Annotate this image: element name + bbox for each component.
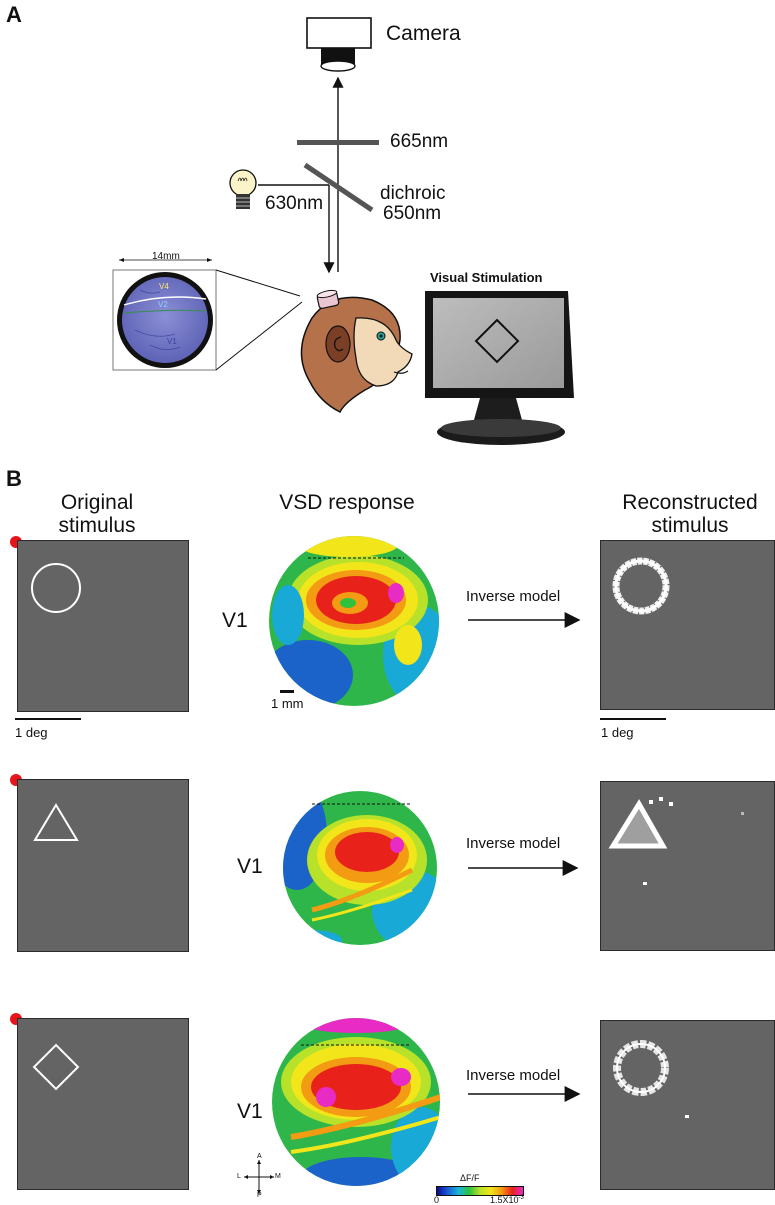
monitor-title: Visual Stimulation	[430, 270, 543, 285]
compass-lateral-label: L	[237, 1173, 241, 1180]
colorbar-min-label: 0	[434, 1195, 440, 1205]
reconstructed-stimulus-triangle	[600, 781, 775, 951]
colorbar-max-label: 1.5X10-3	[490, 1195, 524, 1205]
panel-a-letter: A	[6, 2, 22, 27]
column-header-original-line2: stimulus	[58, 514, 136, 537]
inset-width-label: 14mm	[152, 251, 180, 262]
light-wavelength-label: 630nm	[265, 193, 324, 214]
monkey-head-illustration	[300, 289, 413, 414]
original-stimulus-circle	[17, 540, 189, 712]
compass-anterior-label: A	[257, 1153, 262, 1160]
mm-scale-label: 1 mm	[271, 696, 304, 711]
lightbulb-icon	[229, 169, 257, 209]
area-label-row2: V1	[237, 855, 263, 878]
setup-diagram	[112, 17, 574, 445]
filter-label: 665nm	[390, 131, 449, 152]
orientation-compass-icon	[244, 1160, 274, 1194]
camera-label: Camera	[386, 22, 461, 45]
colorbar	[436, 1186, 524, 1196]
original-stimulus-diamond	[17, 1018, 189, 1190]
cortex-inset	[112, 258, 303, 371]
degree-scalebar-reconstructed	[600, 718, 666, 720]
inverse-model-label-row1: Inverse model	[466, 588, 561, 605]
column-header-vsd: VSD response	[279, 491, 415, 514]
column-header-reconstructed: Reconstructed stimulus	[605, 491, 775, 537]
stimulus-monitor-illustration	[425, 291, 574, 445]
mm-scalebar	[280, 690, 294, 693]
column-header-original-line1: Original	[60, 491, 134, 514]
inset-v4-label: V4	[159, 282, 169, 291]
inverse-model-label-row3: Inverse model	[466, 1067, 561, 1084]
column-header-reconstructed-line2: stimulus	[651, 514, 729, 537]
dichroic-label: dichroic	[380, 183, 446, 204]
degree-scale-label: 1 deg	[15, 725, 48, 740]
colorbar-max-exponent: -3	[518, 1195, 524, 1201]
camera-icon	[306, 17, 372, 72]
panel-b-letter: B	[6, 466, 22, 491]
reconstructed-stimulus-diamond	[600, 1020, 775, 1190]
reconstructed-stimulus-circle	[600, 540, 775, 710]
vsd-map-row2	[283, 791, 437, 945]
area-label-row1: V1	[222, 609, 248, 632]
original-stimulus-triangle	[17, 779, 189, 952]
vsd-map-row3	[272, 1018, 440, 1186]
compass-medial-label: M	[275, 1173, 281, 1180]
area-label-row3: V1	[237, 1100, 263, 1123]
vsd-map-row1	[269, 536, 439, 706]
colorbar-max-base: 1.5X10	[490, 1195, 519, 1205]
degree-scale-label-reconstructed: 1 deg	[601, 725, 634, 740]
inverse-model-label-row2: Inverse model	[466, 835, 561, 852]
compass-posterior-label: P	[257, 1192, 262, 1199]
colorbar-title: ΔF/F	[460, 1173, 480, 1183]
column-header-reconstructed-line1: Reconstructed	[622, 491, 758, 514]
degree-scalebar	[15, 718, 81, 720]
dichroic-mirror	[303, 162, 374, 213]
inset-v1-label: V1	[167, 337, 177, 346]
inset-v2-label: V2	[158, 300, 168, 309]
dichroic-wavelength-label: 650nm	[383, 203, 442, 224]
column-header-original: Original stimulus	[42, 491, 152, 537]
filter-665nm	[297, 140, 379, 145]
